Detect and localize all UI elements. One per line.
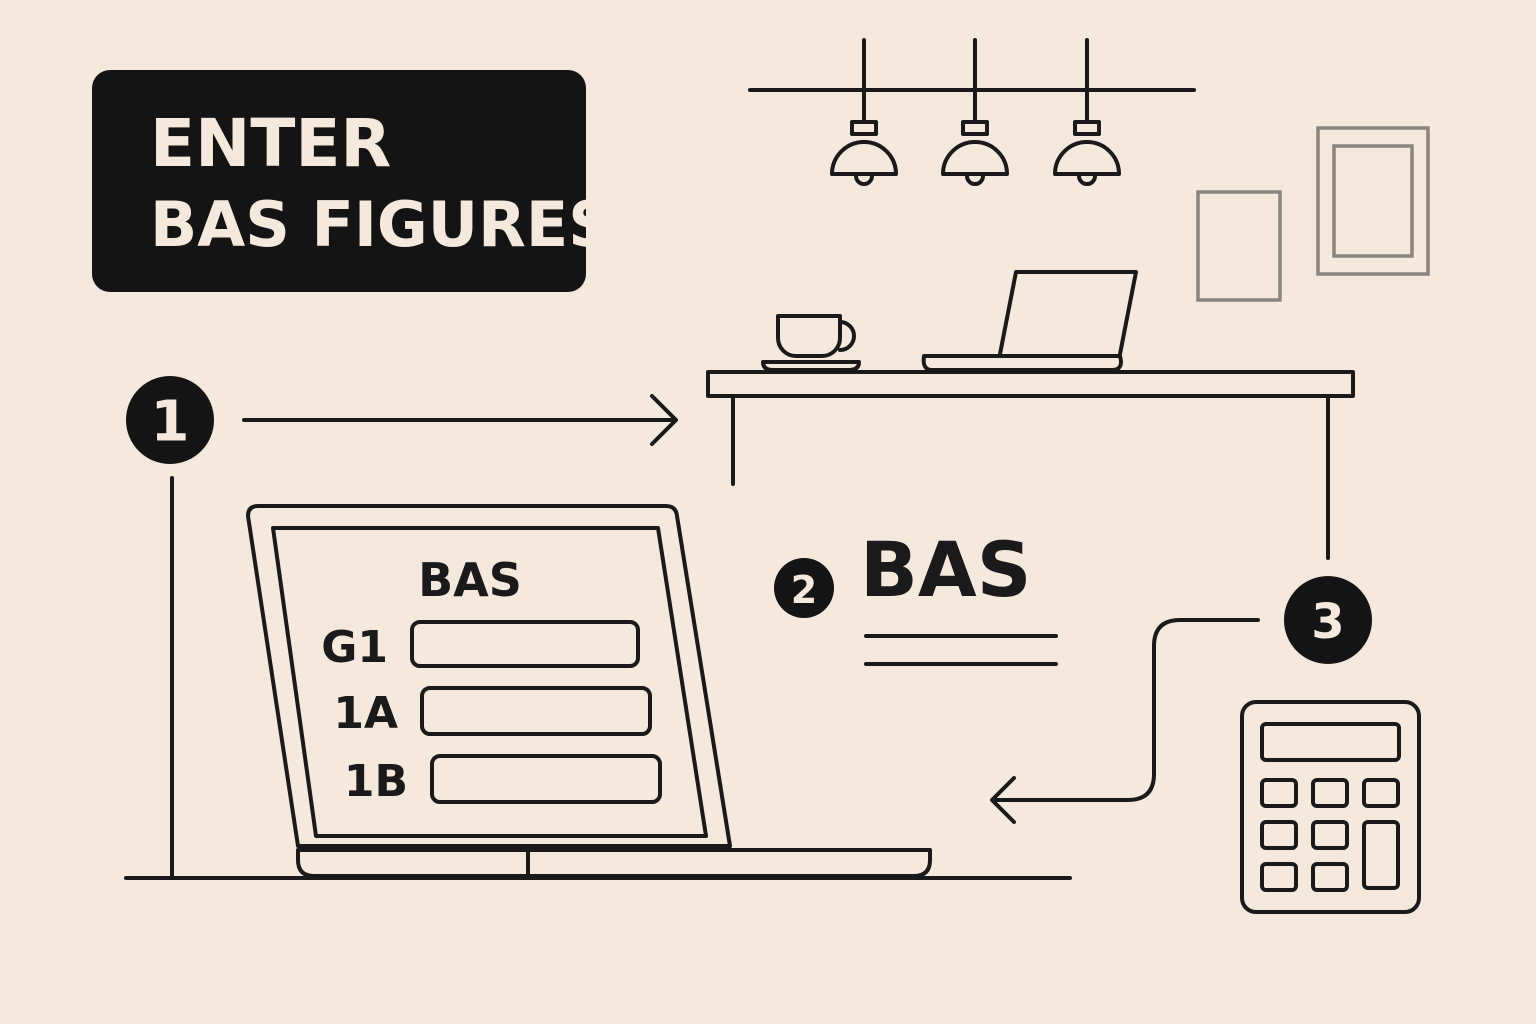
step-3-number: 3 [1311,594,1344,650]
document-heading: BAS [860,525,1031,614]
title-line-2: BAS FIGURES [150,188,613,261]
title-banner-bg [92,70,586,292]
step-3-badge [1284,576,1372,664]
form-label-1b: 1B [344,756,408,807]
picture-frame-icon [1196,190,1282,302]
calculator-icon [1240,700,1421,914]
picture-frames [1196,126,1430,302]
desk-top [706,370,1355,398]
field-g1-input[interactable] [410,620,640,668]
step-3: 3 [990,576,1372,824]
arrow-left-icon [990,618,1260,824]
step-2-number: 2 [791,568,817,612]
step-1-badge [126,376,214,464]
title-line-1: ENTER [150,105,391,182]
step-2: 2 BAS [774,525,1058,666]
pendant-lamp-icon [830,38,898,186]
picture-frame-icon [1316,126,1430,276]
step-1-number: 1 [151,390,190,455]
laptop-form: BAS G1 1A 1B [246,504,932,878]
field-1a-input[interactable] [420,686,652,736]
step-1: 1 [126,376,678,878]
field-1b-input[interactable] [430,754,662,804]
coffee-cup-icon [761,314,861,372]
title-banner: ENTER BAS FIGURES [92,70,613,292]
desk [706,370,1355,560]
arrow-right-icon [242,394,678,446]
laptop-icon [921,270,1138,372]
form-label-g1: G1 [321,622,388,673]
form-label-1a: 1A [333,688,398,739]
step-2-badge [774,558,834,618]
laptop-screen [271,526,708,838]
laptop-base [296,848,932,878]
form-heading: BAS [418,553,522,607]
picture-frame-inner [1332,144,1414,258]
pendant-lamp-icon [1053,38,1121,186]
pendant-lamp-icon [941,38,1009,186]
pendant-lamps [748,38,1196,186]
laptop-frame [246,504,732,848]
